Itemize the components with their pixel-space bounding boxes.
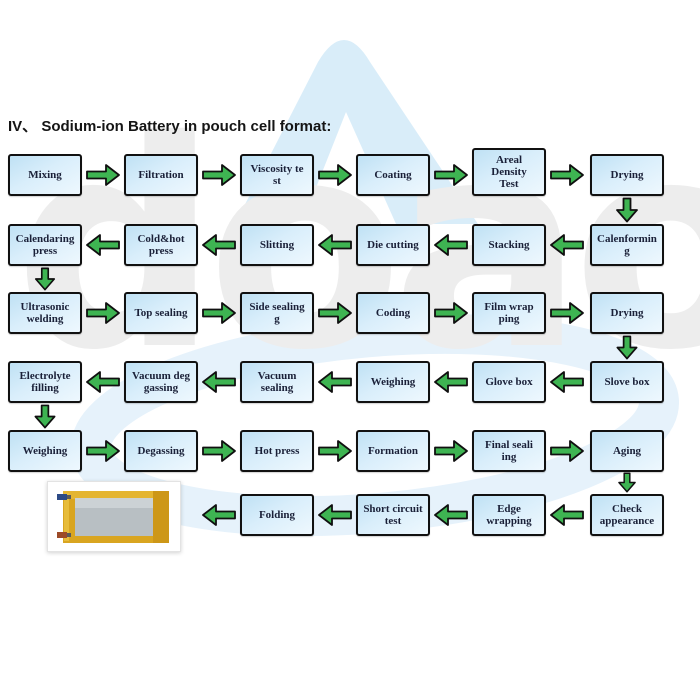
arrow-left-icon (201, 232, 237, 258)
flow-step-glove-box: Glove box (472, 361, 546, 403)
flow-step-mixing: Mixing (8, 154, 82, 196)
flow-step-die-cutting: Die cutting (356, 224, 430, 266)
flow-step-drying-2: Drying (590, 292, 664, 334)
arrow-left-icon (317, 232, 353, 258)
flow-step-slove-box: Slove box (590, 361, 664, 403)
flow-step-final-sealing: Final seali ing (472, 430, 546, 472)
flow-step-weighing-1: Weighing (356, 361, 430, 403)
flow-step-hot-press: Hot press (240, 430, 314, 472)
arrow-left-icon (85, 369, 121, 395)
flow-step-stacking: Stacking (472, 224, 546, 266)
flow-step-degassing: Degassing (124, 430, 198, 472)
arrow-right-icon (201, 438, 237, 464)
flow-step-short-circuit-test: Short circuit test (356, 494, 430, 536)
flow-step-side-sealing: Side sealing g (240, 292, 314, 334)
arrow-right-icon (549, 300, 585, 326)
arrow-down-icon (615, 335, 639, 360)
flow-step-folding: Folding (240, 494, 314, 536)
arrow-right-icon (201, 300, 237, 326)
pouch-cell-illustration (57, 490, 169, 543)
arrow-left-icon (549, 369, 585, 395)
arrow-right-icon (85, 438, 121, 464)
flow-step-coding: Coding (356, 292, 430, 334)
flow-step-calenforming: Calenformin g (590, 224, 664, 266)
arrow-right-icon (201, 162, 237, 188)
flow-step-formation: Formation (356, 430, 430, 472)
flow-step-film-wrapping: Film wrap ping (472, 292, 546, 334)
flow-step-vacuum-sealing: Vacuum sealing (240, 361, 314, 403)
arrow-down-icon (615, 472, 639, 493)
flow-step-calendaring-press: Calendaring press (8, 224, 82, 266)
pouch-cell-photo (47, 481, 181, 552)
arrow-left-icon (85, 232, 121, 258)
flow-step-drying-1: Drying (590, 154, 664, 196)
arrow-left-icon (433, 369, 469, 395)
flow-step-coating: Coating (356, 154, 430, 196)
arrow-down-icon (33, 404, 57, 429)
arrow-right-icon (317, 300, 353, 326)
page-title: IV、 Sodium-ion Battery in pouch cell for… (8, 118, 332, 135)
flow-step-check-appearance: Check appearance (590, 494, 664, 536)
arrow-left-icon (549, 232, 585, 258)
flow-step-vacuum-degassing: Vacuum deg gassing (124, 361, 198, 403)
flow-step-viscosity-test: Viscosity te st (240, 154, 314, 196)
arrow-left-icon (201, 502, 237, 528)
arrow-right-icon (549, 438, 585, 464)
flow-step-cold-hot-press: Cold&hot press (124, 224, 198, 266)
arrow-left-icon (201, 369, 237, 395)
flow-step-slitting: Slitting (240, 224, 314, 266)
arrow-left-icon (317, 369, 353, 395)
arrow-right-icon (317, 438, 353, 464)
arrow-left-icon (549, 502, 585, 528)
arrow-left-icon (433, 502, 469, 528)
arrow-right-icon (85, 300, 121, 326)
arrow-right-icon (85, 162, 121, 188)
arrow-right-icon (433, 300, 469, 326)
arrow-down-icon (615, 197, 639, 223)
arrow-left-icon (317, 502, 353, 528)
flow-step-aging: Aging (590, 430, 664, 472)
flow-step-ultrasonic-welding: Ultrasonic welding (8, 292, 82, 334)
arrow-right-icon (433, 438, 469, 464)
arrow-right-icon (317, 162, 353, 188)
flow-step-edge-wrapping: Edge wrapping (472, 494, 546, 536)
arrow-down-icon (33, 267, 57, 291)
arrow-left-icon (433, 232, 469, 258)
flow-step-electrolyte-filling: Electrolyte filling (8, 361, 82, 403)
arrow-right-icon (549, 162, 585, 188)
flow-step-top-sealing: Top sealing (124, 292, 198, 334)
arrow-right-icon (433, 162, 469, 188)
flow-step-weighing-2: Weighing (8, 430, 82, 472)
flow-step-filtration: Filtration (124, 154, 198, 196)
flow-step-areal-density-test: Areal Density Test (472, 148, 546, 196)
